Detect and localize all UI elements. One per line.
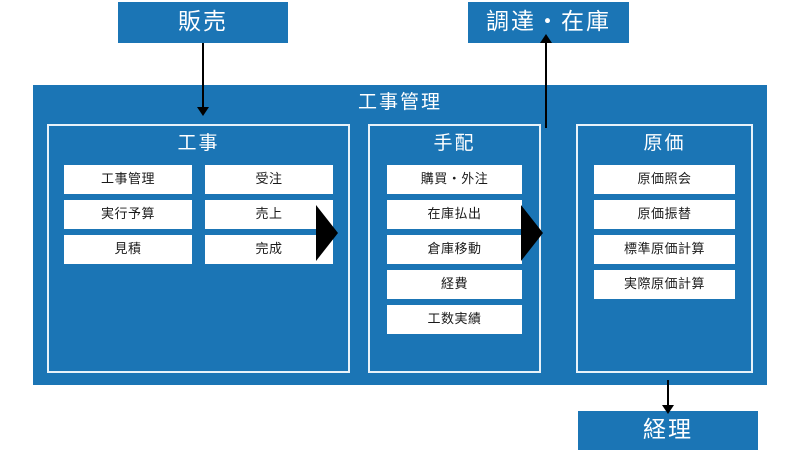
arrow-up-icon xyxy=(540,34,552,43)
arrow-down-icon xyxy=(197,107,209,116)
list-item[interactable]: 原価振替 xyxy=(594,200,735,229)
flow-chevron-icon xyxy=(316,205,338,261)
group-tehai-title: 手配 xyxy=(433,132,476,154)
list-item[interactable]: 購買・外注 xyxy=(387,165,522,194)
list-item[interactable]: 原価照会 xyxy=(594,165,735,194)
external-box-sales-label: 販売 xyxy=(178,9,228,35)
group-tehai-items: 購買・外注 在庫払出 倉庫移動 経費 工数実績 xyxy=(370,165,539,334)
list-item[interactable]: 倉庫移動 xyxy=(387,235,522,264)
connector-line xyxy=(667,380,669,412)
list-item[interactable]: 実行予算 xyxy=(64,200,192,229)
list-item[interactable]: 工数実績 xyxy=(387,305,522,334)
list-item[interactable]: 経費 xyxy=(387,270,522,299)
group-koji: 工事 工事管理 受注 実行予算 売上 見積 完成 xyxy=(47,124,350,373)
list-item[interactable]: 標準原価計算 xyxy=(594,235,735,264)
group-genka-items: 原価照会 原価振替 標準原価計算 実際原価計算 xyxy=(578,165,751,299)
list-item[interactable]: 在庫払出 xyxy=(387,200,522,229)
external-box-accounting-label: 経理 xyxy=(643,417,693,443)
main-container: 工事管理 工事 工事管理 受注 実行予算 売上 見積 完成 手配 購買・外注 在… xyxy=(33,85,767,385)
arrow-down-icon xyxy=(662,405,674,414)
list-item[interactable]: 売上 xyxy=(205,200,333,229)
external-box-sales: 販売 xyxy=(118,2,288,43)
group-koji-items: 工事管理 受注 実行予算 売上 見積 完成 xyxy=(49,165,348,264)
group-tehai: 手配 購買・外注 在庫払出 倉庫移動 経費 工数実績 xyxy=(368,124,541,373)
list-item[interactable]: 見積 xyxy=(64,235,192,264)
flow-chevron-icon xyxy=(521,205,543,261)
group-genka-title: 原価 xyxy=(643,132,686,154)
external-box-procurement-label: 調達・在庫 xyxy=(486,9,611,35)
group-koji-title: 工事 xyxy=(177,132,220,154)
connector-line xyxy=(202,43,204,111)
connector-line xyxy=(545,38,547,128)
list-item[interactable]: 工事管理 xyxy=(64,165,192,194)
list-item[interactable]: 実際原価計算 xyxy=(594,270,735,299)
list-item[interactable]: 受注 xyxy=(205,165,333,194)
list-item[interactable]: 完成 xyxy=(205,235,333,264)
main-container-title: 工事管理 xyxy=(357,91,442,113)
group-genka: 原価 原価照会 原価振替 標準原価計算 実際原価計算 xyxy=(576,124,753,373)
external-box-accounting: 経理 xyxy=(578,411,758,450)
